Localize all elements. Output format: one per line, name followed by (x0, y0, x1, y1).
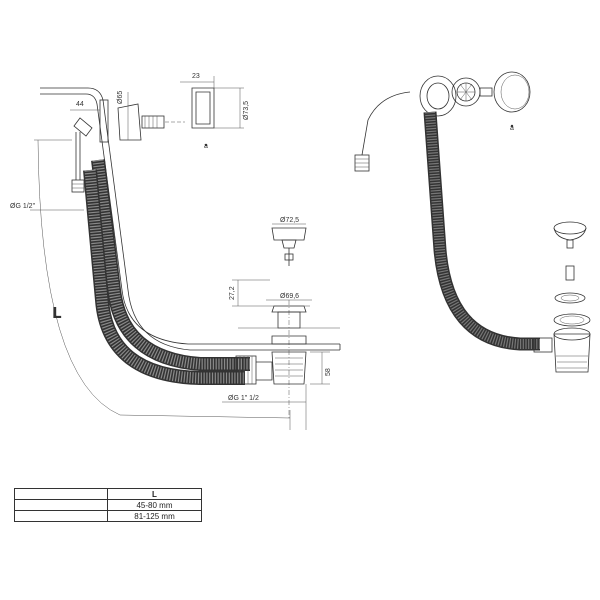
dim-44: 44 (76, 101, 84, 108)
table-row: 81-125 mm (14, 510, 202, 522)
dim-27-2: 27,2 (229, 286, 236, 300)
table-cell (14, 499, 108, 511)
section-view: 44 Ø65 23 Ø73,5 ØG 1/2" Ø72,5 27,2 Ø69,6… (10, 73, 341, 430)
dim-72-5: Ø72,5 (280, 217, 299, 224)
table-cell: 81-125 mm (107, 510, 202, 522)
waste-body (235, 300, 307, 420)
table-row: 45-80 mm (14, 499, 202, 511)
dim-g-half: ØG 1/2" (10, 203, 36, 210)
flex-hose (361, 91, 411, 156)
dim-58: 58 (325, 368, 332, 376)
dim-g-1-half: ØG 1" 1/2 (228, 395, 259, 402)
mark-a-right: a (510, 125, 514, 132)
table-header-cell: L (107, 488, 202, 500)
dim-L: L (52, 304, 62, 322)
table-cell (14, 510, 108, 522)
dim-23: 23 (192, 73, 200, 80)
drain-plug-parts (271, 227, 307, 345)
table-cell: 45-80 mm (107, 499, 202, 511)
table-header-cell (14, 488, 108, 500)
tub-wall (40, 87, 340, 351)
perspective-view: a (354, 71, 591, 373)
inlet-pipe (71, 117, 93, 193)
overflow-hose (83, 159, 250, 385)
length-spec-table: L 45-80 mm 81-125 mm (14, 488, 202, 522)
dim-73-5: Ø73,5 (243, 101, 250, 120)
dim-69-6: Ø69,6 (280, 293, 299, 300)
drain-set (533, 221, 591, 373)
dim-65: Ø65 (117, 91, 124, 104)
overflow-head (419, 71, 531, 128)
dimension-lines (30, 76, 340, 430)
table-header-row: L (14, 488, 202, 500)
mark-a-left: a (204, 143, 208, 150)
overflow-fitting (99, 87, 215, 147)
drain-hose (423, 111, 540, 351)
